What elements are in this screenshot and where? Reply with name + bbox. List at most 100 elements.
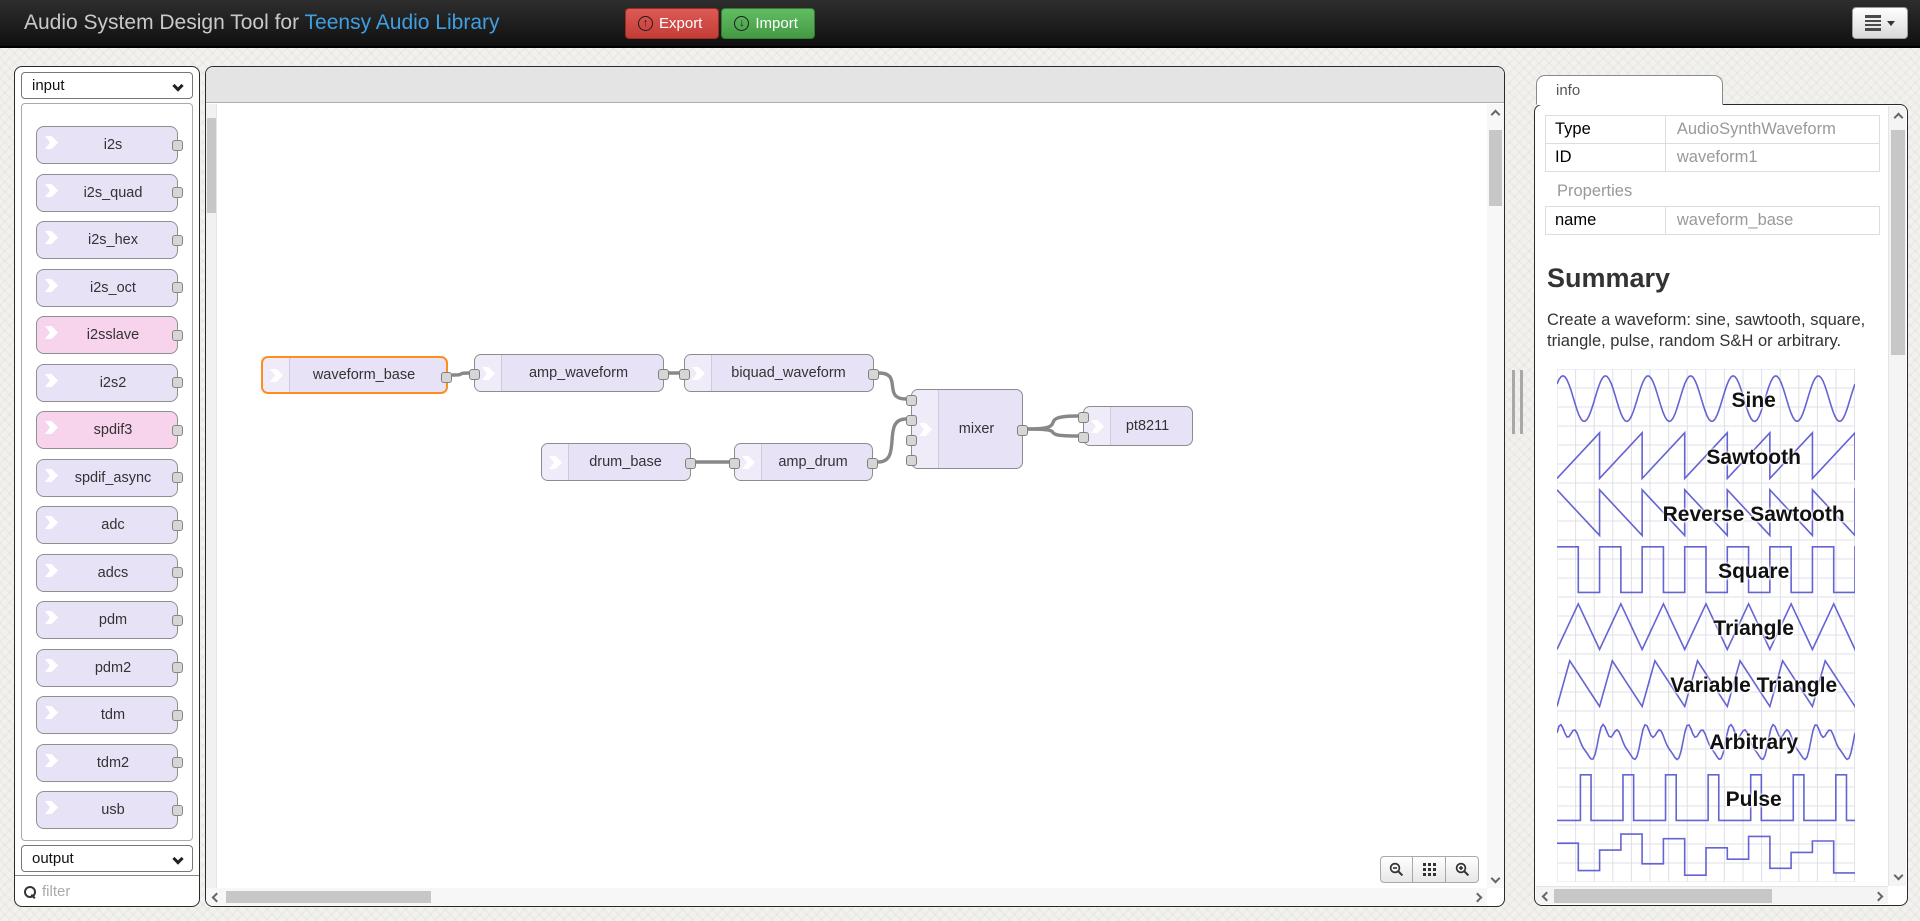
- palette-item-pdm[interactable]: pdm: [36, 601, 183, 639]
- scrollbar-thumb[interactable]: [1489, 130, 1502, 206]
- graph-node-pt8211[interactable]: pt8211: [1078, 406, 1193, 446]
- export-button[interactable]: ↑ Export: [625, 8, 720, 39]
- zoom-in-button[interactable]: [1446, 856, 1479, 883]
- wire-mixer-to-pt8211[interactable]: [1026, 427, 1080, 438]
- output-port[interactable]: [172, 757, 183, 768]
- scroll-left-arrow[interactable]: [208, 889, 224, 905]
- input-port[interactable]: [679, 368, 690, 380]
- output-port[interactable]: [172, 234, 183, 246]
- panel-resize-grip[interactable]: [1512, 370, 1523, 434]
- palette-item-pdm2[interactable]: pdm2: [36, 648, 183, 687]
- palette-category-select-input[interactable]: input: [21, 72, 193, 99]
- output-port[interactable]: [172, 662, 183, 673]
- zoom-reset-button[interactable]: [1413, 856, 1446, 883]
- input-port[interactable]: [1078, 411, 1089, 423]
- palette-item-spdif_async[interactable]: spdif_async: [36, 458, 183, 497]
- palette-item-tdm2[interactable]: tdm2: [36, 743, 183, 782]
- input-port[interactable]: [1078, 431, 1089, 443]
- scroll-left-arrow[interactable]: [1538, 888, 1554, 904]
- canvas-bottom-scrollbar[interactable]: [206, 888, 1487, 906]
- input-port[interactable]: [906, 454, 917, 466]
- scrollbar-thumb[interactable]: [1554, 889, 1772, 903]
- palette-item-i2s_hex[interactable]: i2s_hex: [36, 221, 183, 259]
- output-port[interactable]: [685, 457, 696, 469]
- waveform-image: [1557, 653, 1855, 711]
- canvas[interactable]: waveform_base amp_waveform biquad_waveform…: [205, 66, 1505, 907]
- output-port[interactable]: [867, 457, 878, 469]
- scroll-down-arrow[interactable]: [1487, 870, 1503, 886]
- output-port[interactable]: [658, 368, 669, 380]
- palette-item-list: i2s i2s_quad i2s_hex i2s_oct i2sslave i2s2 spd…: [21, 103, 193, 841]
- graph-node-amp_drum[interactable]: amp_drum: [729, 443, 878, 481]
- output-port[interactable]: [441, 371, 452, 383]
- node-label: waveform_base: [312, 367, 416, 383]
- input-port[interactable]: [906, 414, 917, 426]
- node-arrow-icon: [45, 800, 58, 820]
- output-port[interactable]: [172, 709, 183, 721]
- graph-node-amp_waveform[interactable]: amp_waveform: [469, 354, 669, 392]
- output-port[interactable]: [172, 614, 183, 626]
- palette-item-spdif3[interactable]: spdif3: [36, 411, 183, 449]
- output-port[interactable]: [172, 282, 183, 293]
- output-port[interactable]: [172, 329, 183, 341]
- output-port[interactable]: [172, 472, 183, 483]
- scroll-right-arrow[interactable]: [1870, 888, 1886, 904]
- tab-info[interactable]: info: [1536, 75, 1723, 105]
- palette-item-adcs[interactable]: adcs: [36, 553, 183, 592]
- menu-button[interactable]: [1852, 7, 1908, 39]
- graph-node-mixer[interactable]: mixer: [906, 389, 1028, 469]
- canvas-right-scrollbar[interactable]: [1487, 104, 1504, 888]
- wire-amp_drum-to-mixer[interactable]: [876, 417, 908, 464]
- palette-item-adc[interactable]: adc: [36, 506, 183, 544]
- zoom-out-button[interactable]: [1380, 856, 1413, 883]
- palette-category-input-label: input: [32, 77, 65, 94]
- import-button[interactable]: ↓ Import: [721, 8, 815, 39]
- canvas-left-scrollbar[interactable]: [206, 104, 217, 888]
- palette-item-i2s[interactable]: i2s: [36, 126, 183, 164]
- input-port[interactable]: [729, 457, 740, 469]
- input-port[interactable]: [469, 368, 480, 380]
- palette-item-i2s2[interactable]: i2s2: [36, 363, 183, 402]
- input-port[interactable]: [906, 394, 917, 406]
- wire-biquad_waveform-to-mixer[interactable]: [877, 371, 908, 401]
- palette-item-tdm[interactable]: tdm: [36, 696, 183, 734]
- waveform-image: [1557, 767, 1855, 825]
- info-vertical-scrollbar[interactable]: [1888, 106, 1906, 886]
- palette-item-label: spdif3: [93, 422, 133, 438]
- output-port[interactable]: [1017, 424, 1028, 436]
- palette-item-i2sslave[interactable]: i2sslave: [36, 316, 183, 354]
- palette-item-usb[interactable]: usb: [36, 791, 183, 829]
- scroll-down-arrow[interactable]: [1890, 867, 1906, 883]
- output-port[interactable]: [172, 187, 183, 198]
- scroll-up-arrow[interactable]: [1487, 106, 1503, 122]
- info-horizontal-scrollbar[interactable]: [1536, 886, 1888, 904]
- output-port[interactable]: [172, 424, 183, 436]
- palette-item-i2s_oct[interactable]: i2s_oct: [36, 268, 183, 307]
- palette-category-select-output[interactable]: output: [21, 845, 193, 872]
- scroll-up-arrow[interactable]: [1890, 109, 1906, 125]
- output-port[interactable]: [172, 567, 183, 578]
- wire-waveform_base-to-amp_waveform[interactable]: [451, 371, 471, 377]
- graph-node-biquad_waveform[interactable]: biquad_waveform: [679, 354, 879, 392]
- output-port[interactable]: [868, 368, 879, 380]
- scrollbar-thumb[interactable]: [207, 118, 216, 213]
- palette-item-i2s_quad[interactable]: i2s_quad: [36, 173, 183, 212]
- canvas-top-scrollbar[interactable]: [206, 67, 1504, 103]
- scroll-right-arrow[interactable]: [1469, 889, 1485, 905]
- output-port[interactable]: [172, 804, 183, 816]
- teensy-audio-library-link[interactable]: Teensy Audio Library: [304, 11, 500, 34]
- output-port[interactable]: [172, 139, 183, 151]
- input-port[interactable]: [906, 434, 917, 446]
- output-port[interactable]: [172, 377, 183, 388]
- output-port[interactable]: [172, 519, 183, 531]
- palette-filter: [15, 875, 199, 906]
- wire-mixer-to-pt8211[interactable]: [1026, 414, 1080, 431]
- graph-node-waveform_base[interactable]: waveform_base: [261, 356, 452, 394]
- scrollbar-thumb[interactable]: [226, 891, 431, 903]
- graph-node-drum_base[interactable]: drum_base: [541, 443, 696, 481]
- scrollbar-thumb[interactable]: [1891, 130, 1905, 355]
- node-arrow-icon: [45, 705, 58, 725]
- filter-input[interactable]: [42, 882, 172, 900]
